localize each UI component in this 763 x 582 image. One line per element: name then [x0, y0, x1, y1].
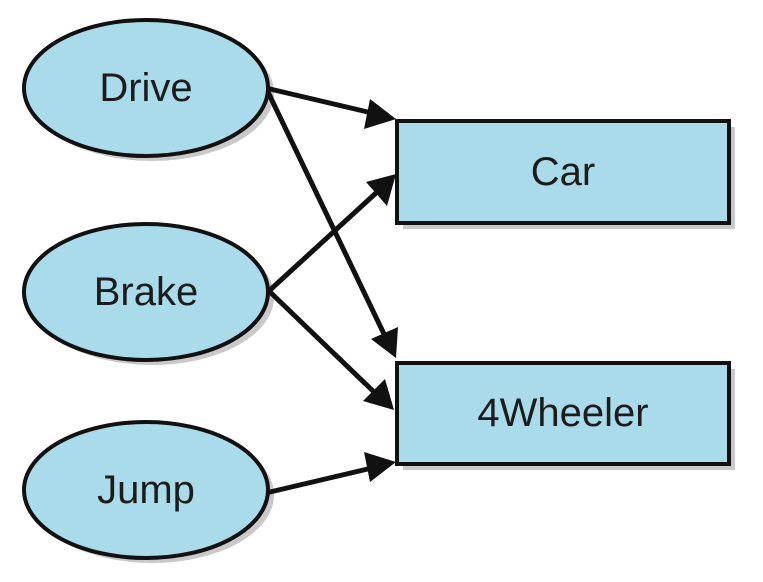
car-node-label: Car	[531, 150, 595, 194]
arrowhead-drive-fourwheeler	[371, 327, 398, 358]
brake-node: Brake	[22, 222, 270, 362]
brake-node-label: Brake	[94, 270, 199, 314]
edge-brake-fourwheeler	[267, 289, 377, 395]
arrowhead-drive-car	[364, 99, 396, 129]
arrowhead-brake-fourwheeler	[363, 379, 394, 410]
drive-node-shape	[22, 18, 270, 158]
drive-node: Drive	[22, 18, 270, 158]
arrowhead-brake-car	[366, 174, 396, 206]
jump-node-label: Jump	[97, 468, 195, 512]
edge-brake-car	[267, 190, 379, 293]
jump-node: Jump	[22, 420, 270, 560]
fourwheeler-node-label: 4Wheeler	[477, 391, 648, 435]
drive-node-label: Drive	[99, 66, 192, 110]
fourwheeler-node: 4Wheeler	[395, 361, 731, 466]
jump-node-shape	[22, 420, 270, 560]
edges	[265, 86, 398, 495]
edge-jump-fourwheeler	[267, 465, 375, 495]
car-node-shape	[395, 119, 731, 225]
arrowhead-jump-fourwheeler	[364, 452, 396, 482]
edge-drive-car	[267, 86, 375, 116]
brake-node-shape	[22, 222, 270, 362]
car-node: Car	[395, 119, 731, 225]
edge-drive-fourwheeler	[265, 89, 387, 337]
fourwheeler-node-shape	[395, 361, 731, 466]
